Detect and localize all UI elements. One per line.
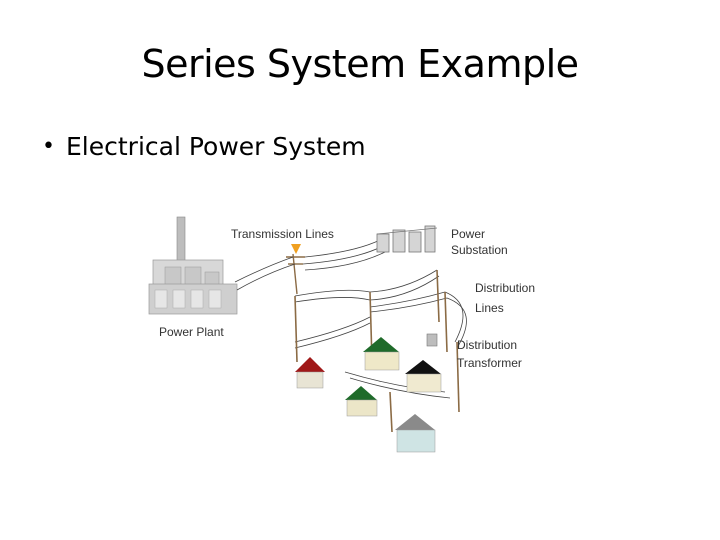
label-substation: Substation: [451, 243, 508, 257]
warning-marker-icon: [291, 244, 301, 254]
slide-title: Series System Example: [141, 42, 579, 86]
substation-icon: [376, 225, 438, 253]
house-green-2-icon: [345, 386, 378, 417]
label-distribution-transformer-bottom: Transformer: [457, 356, 522, 370]
label-power-plant: Power Plant: [159, 325, 224, 339]
label-power: Power: [451, 227, 485, 241]
house-green-icon: [363, 337, 400, 371]
transmission-tower-icon: [286, 253, 305, 295]
label-distribution-transformer-top: Distribution: [457, 338, 517, 352]
label-lines: Lines: [475, 301, 504, 315]
transmission-lines: [234, 239, 386, 291]
house-gray-icon: [395, 414, 436, 453]
bullet-icon: •: [42, 134, 55, 159]
house-black-icon: [405, 360, 442, 393]
power-system-diagram: Transmission Lines Power Substation Dist…: [148, 216, 535, 453]
power-plant-icon: [148, 216, 238, 315]
label-transmission-lines: Transmission Lines: [231, 227, 334, 241]
label-distribution: Distribution: [475, 281, 535, 295]
distribution-transformer-icon: [426, 333, 438, 347]
bullet-list: • Electrical Power System: [42, 132, 366, 161]
bullet-text: Electrical Power System: [66, 132, 366, 161]
bullet-item: • Electrical Power System: [42, 132, 366, 161]
house-red-icon: [295, 357, 325, 389]
